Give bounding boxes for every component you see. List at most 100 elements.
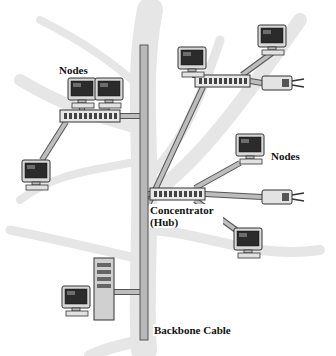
hub-body bbox=[60, 110, 120, 122]
cable-core bbox=[242, 53, 272, 75]
cable-core bbox=[120, 114, 140, 118]
tower-case bbox=[94, 258, 114, 320]
hub-port bbox=[209, 78, 212, 84]
peripheral-icon bbox=[262, 190, 304, 204]
peripheral-panel bbox=[282, 79, 289, 87]
backbone-label: Backbone Cable bbox=[153, 324, 232, 336]
keyboard bbox=[72, 103, 94, 108]
monitor-screen bbox=[181, 50, 203, 65]
screen-glare bbox=[27, 165, 35, 169]
keyboard bbox=[262, 50, 284, 55]
hub-icon bbox=[60, 110, 120, 122]
hub-port bbox=[204, 78, 207, 84]
monitor-stand bbox=[244, 250, 252, 253]
monitor-stand bbox=[72, 308, 80, 311]
hub-port bbox=[219, 78, 222, 84]
monitor-case bbox=[22, 160, 50, 182]
monitor-screen bbox=[239, 137, 261, 152]
monitor-case bbox=[236, 134, 264, 156]
devices bbox=[22, 25, 304, 320]
keyboard bbox=[182, 72, 204, 77]
cable-edge bbox=[114, 289, 140, 295]
screen-glare bbox=[263, 30, 271, 34]
monitor-screen bbox=[261, 28, 283, 43]
hub-port bbox=[199, 191, 202, 197]
screen-glare bbox=[73, 83, 81, 87]
computer-icon bbox=[95, 78, 123, 108]
hub-port bbox=[114, 113, 117, 119]
drive-bay bbox=[97, 284, 111, 288]
cable-edge bbox=[42, 122, 66, 160]
hub-port bbox=[214, 78, 217, 84]
peripheral-lead bbox=[292, 199, 304, 201]
nodes-label: Nodes bbox=[270, 150, 301, 162]
screen-glare bbox=[183, 52, 191, 56]
hub-port bbox=[79, 113, 82, 119]
keyboard bbox=[66, 311, 88, 316]
monitor-screen bbox=[98, 81, 120, 96]
monitor-case bbox=[234, 228, 262, 250]
backbone-cable bbox=[140, 45, 148, 340]
peripheral-lead bbox=[292, 193, 304, 195]
peripheral-lead bbox=[292, 79, 304, 81]
computer-icon bbox=[234, 228, 262, 258]
peripheral-panel bbox=[282, 193, 289, 201]
hub-port bbox=[164, 191, 167, 197]
hub-port bbox=[179, 191, 182, 197]
keyboard bbox=[99, 103, 121, 108]
screen-glare bbox=[239, 233, 247, 237]
peripheral-body bbox=[262, 190, 292, 204]
keyboard bbox=[26, 185, 48, 190]
hub-port bbox=[189, 191, 192, 197]
monitor-stand bbox=[78, 100, 86, 103]
peripheral-body bbox=[262, 76, 292, 90]
peripheral-icon bbox=[262, 76, 304, 90]
hub-port bbox=[239, 78, 242, 84]
cable-edge bbox=[250, 81, 262, 83]
computer-icon bbox=[62, 286, 90, 316]
drive-bay bbox=[97, 277, 111, 281]
hub-port bbox=[184, 191, 187, 197]
cable-core bbox=[114, 290, 140, 294]
monitor-stand bbox=[246, 156, 254, 159]
hub-port bbox=[244, 78, 247, 84]
hub-port bbox=[104, 113, 107, 119]
screen-glare bbox=[67, 291, 75, 295]
hub-port bbox=[169, 191, 172, 197]
cable bbox=[242, 53, 272, 75]
monitor-stand bbox=[188, 69, 196, 72]
monitor-case bbox=[68, 78, 96, 100]
computer-icon bbox=[236, 134, 264, 164]
monitor-stand bbox=[32, 182, 40, 185]
server-icon bbox=[94, 258, 114, 320]
hub-icon bbox=[150, 188, 205, 200]
cable bbox=[205, 194, 262, 197]
peripheral-lead bbox=[292, 85, 304, 87]
monitor-screen bbox=[65, 289, 87, 304]
cable bbox=[114, 292, 140, 293]
computer-icon bbox=[258, 25, 286, 55]
keyboard bbox=[238, 253, 260, 258]
cables bbox=[42, 53, 272, 292]
hub-port bbox=[229, 78, 232, 84]
hub-port bbox=[84, 113, 87, 119]
nodes-label: Nodes bbox=[58, 64, 89, 76]
hub-port bbox=[74, 113, 77, 119]
monitor-stand bbox=[105, 100, 113, 103]
cable-edge bbox=[195, 163, 240, 188]
cable bbox=[250, 81, 262, 83]
computer-icon bbox=[68, 78, 96, 108]
hub-port bbox=[64, 113, 67, 119]
monitor-case bbox=[95, 78, 123, 100]
computer-icon bbox=[178, 47, 206, 77]
cable bbox=[42, 122, 66, 160]
hub-port bbox=[199, 78, 202, 84]
cable-core bbox=[195, 163, 240, 188]
monitor-screen bbox=[25, 163, 47, 178]
cable-core bbox=[42, 122, 66, 160]
hub-port bbox=[109, 113, 112, 119]
screen-glare bbox=[100, 83, 108, 87]
hub-label: Concentrator (Hub) bbox=[149, 204, 223, 228]
cable-edge bbox=[242, 53, 272, 75]
cable-edge bbox=[120, 113, 140, 119]
